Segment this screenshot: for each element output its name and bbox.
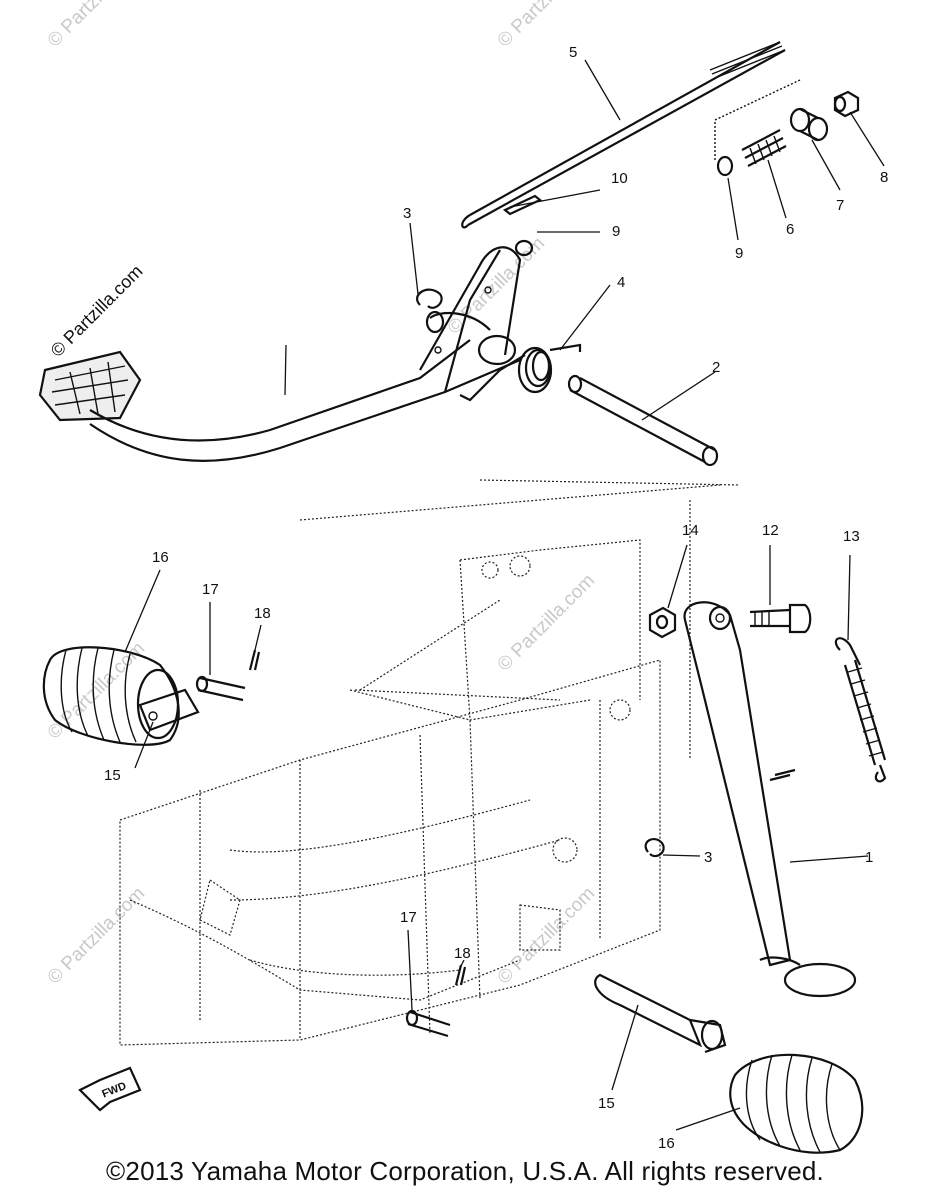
callout-15: 15 (104, 767, 121, 784)
callout-17: 17 (202, 581, 219, 598)
watermark: © Partzilla.com (44, 0, 149, 52)
copyright-notice: ©2013 Yamaha Motor Corporation, U.S.A. A… (106, 1156, 824, 1186)
callout-9: 9 (735, 245, 743, 262)
part-2-pivot-shaft (567, 374, 719, 467)
part-9-washer-lower (514, 239, 534, 257)
part-5-rod (461, 41, 786, 229)
part-15-footrest-bracket-right (594, 973, 727, 1054)
callout-3: 3 (704, 849, 712, 866)
part-1-main-stand (38, 246, 522, 462)
callout-18: 18 (254, 605, 271, 622)
part-6-spring (741, 129, 787, 167)
part-8-nut (833, 90, 860, 118)
callouts: 1 2 3 3 4 5 6 7 8 9 9 10 12 13 14 15 15 … (104, 44, 888, 1152)
callout-3: 3 (403, 205, 411, 222)
callout-7: 7 (836, 197, 844, 214)
part-18-cotter-pin-lower (454, 964, 467, 986)
part-17-pin-lower (405, 1009, 451, 1038)
callout-10: 10 (611, 170, 628, 187)
callout-12: 12 (762, 522, 779, 539)
callout-1: 1 (865, 849, 873, 866)
part-14-nut (648, 606, 677, 639)
watermarks: © Partzilla.com © Partzilla.com © Partzi… (44, 0, 599, 989)
dashed-bracket (714, 79, 801, 160)
watermark: © Partzilla.com (494, 0, 599, 52)
callout-15: 15 (598, 1095, 615, 1112)
watermark: © Partzilla.com (44, 883, 149, 988)
watermark: © Partzilla.com (494, 570, 599, 675)
part-3-clip-lower (644, 838, 665, 858)
callout-2: 2 (712, 359, 720, 376)
watermark: © Partzilla.com (47, 261, 147, 361)
callout-16: 16 (658, 1135, 675, 1152)
callout-16: 16 (152, 549, 169, 566)
callout-5: 5 (569, 44, 577, 61)
callout-13: 13 (843, 528, 860, 545)
fwd-arrow-icon: FWD (78, 1066, 142, 1112)
watermark: © Partzilla.com (494, 883, 599, 988)
callout-18: 18 (454, 945, 471, 962)
part-9-washer-upper (716, 155, 734, 177)
part-16-footrest-right (729, 1053, 864, 1154)
callout-9: 9 (612, 223, 620, 240)
part-7-collar (789, 107, 829, 142)
part-10-cotter-pin (502, 194, 543, 216)
callout-17: 17 (400, 909, 417, 926)
leader-lines (124, 59, 885, 1131)
part-17-pin-upper (195, 675, 246, 702)
callout-8: 8 (880, 169, 888, 186)
part-12-bolt (749, 603, 812, 634)
part-11-side-stand (683, 601, 857, 998)
part-18-cotter-pin-upper (248, 649, 261, 671)
callout-4: 4 (617, 274, 625, 291)
frame-outline (119, 479, 741, 1046)
callout-6: 6 (786, 221, 794, 238)
callout-14: 14 (682, 522, 699, 539)
part-15-footrest-bracket-left (138, 688, 200, 732)
part-4-spring (459, 343, 582, 402)
part-3-clip-upper (416, 288, 443, 309)
part-13-spring (834, 637, 887, 783)
part-16-footrest-left (42, 646, 180, 746)
